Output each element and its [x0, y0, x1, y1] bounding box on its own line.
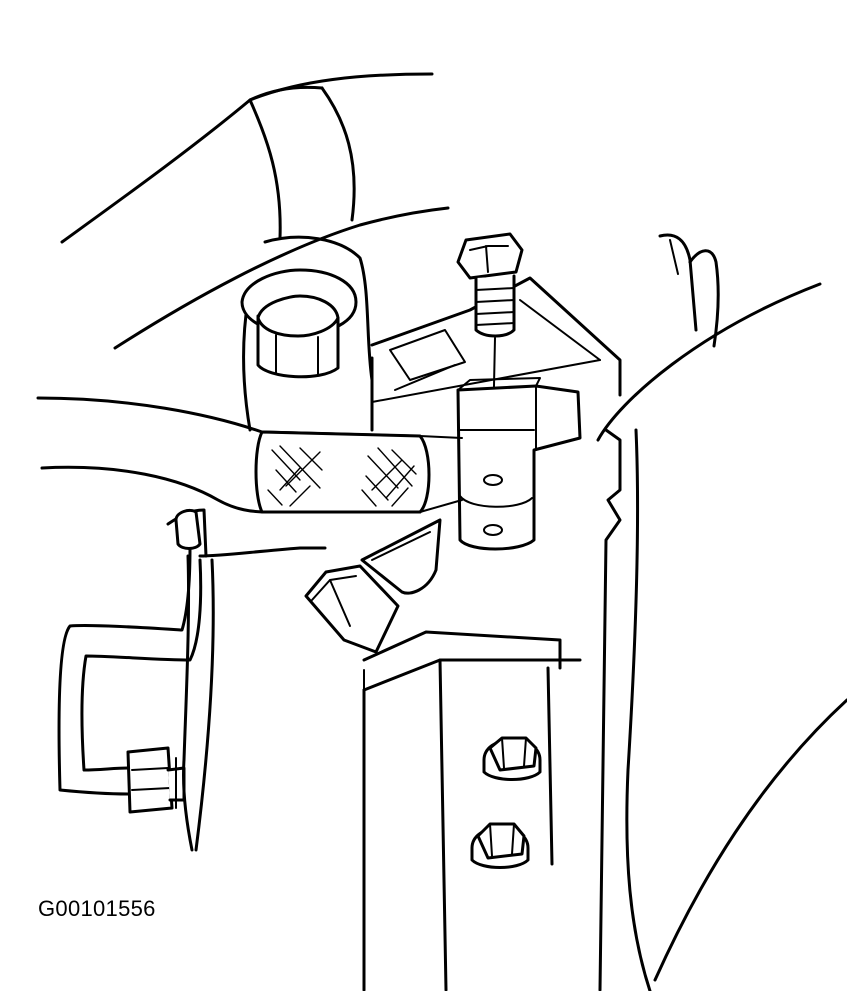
- hose-bracket: [456, 377, 582, 551]
- upper-hose: [60, 72, 450, 350]
- wheel-arc: [596, 233, 847, 991]
- knuckle-arm: [240, 235, 374, 432]
- strut-housing: [181, 518, 582, 991]
- bracket-bolt: [456, 232, 524, 481]
- figure-id-label: G00101556: [38, 896, 156, 921]
- lower-nuts: [470, 736, 542, 869]
- brake-hose: [36, 396, 463, 514]
- mounting-plate: [370, 276, 622, 422]
- brake-line: [57, 508, 208, 814]
